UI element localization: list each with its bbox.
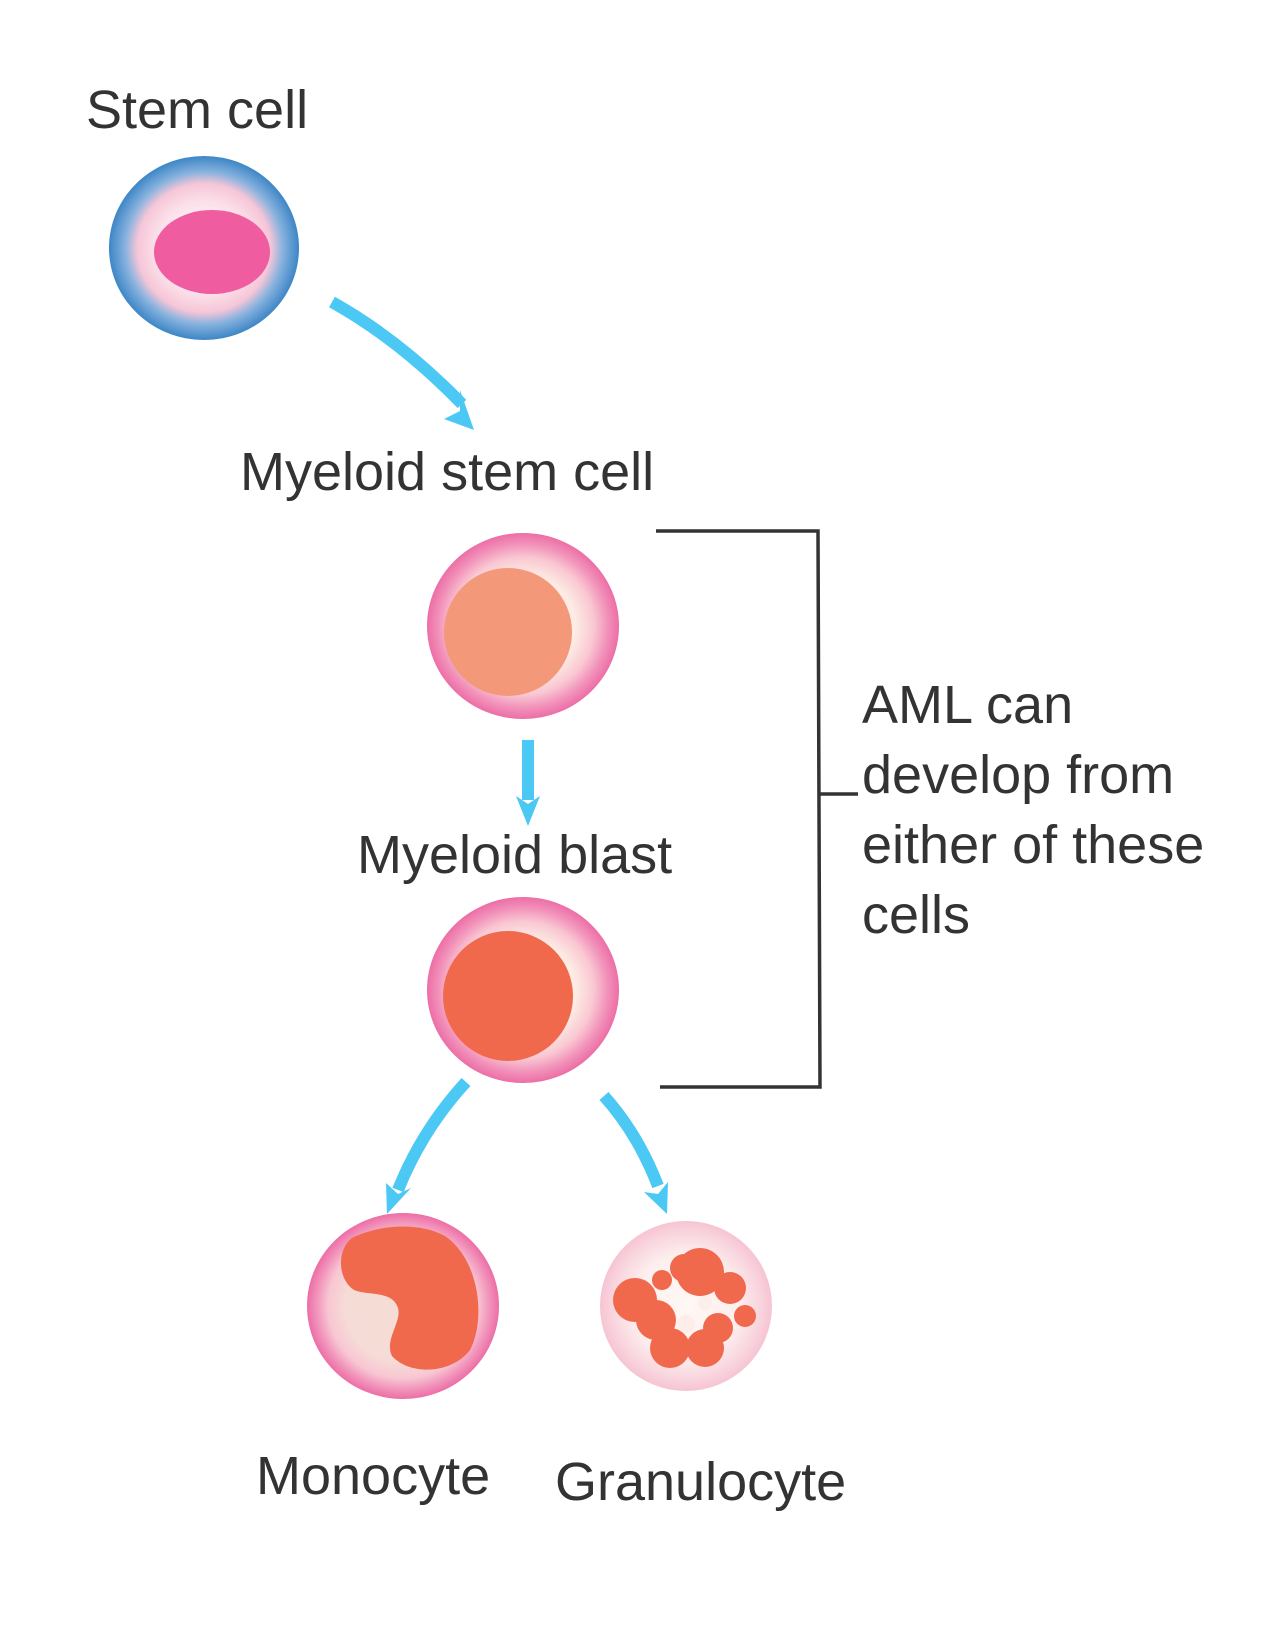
myeloid-blast-shape xyxy=(427,897,619,1083)
granulocyte-nucleus xyxy=(613,1248,756,1368)
myeloid-stem-cell-shape xyxy=(427,533,619,719)
arrow-stem-to-myeloid xyxy=(329,296,474,430)
monocyte-shape xyxy=(307,1213,499,1399)
stem-cell-nucleus xyxy=(154,210,270,294)
myeloid-blast-label: Myeloid blast xyxy=(357,825,673,885)
arrow-myeloid-to-blast xyxy=(516,740,540,826)
annotation-line: AML can xyxy=(862,675,1074,735)
bracket xyxy=(656,529,858,1089)
granulocyte-label: Granulocyte xyxy=(555,1452,847,1512)
stem-cell-shape xyxy=(109,156,299,340)
annotation-line: cells xyxy=(862,885,971,945)
monocyte-nucleus xyxy=(340,1226,479,1370)
granulocyte-shape xyxy=(600,1221,772,1391)
arrow-blast-to-monocyte xyxy=(386,1077,471,1214)
myeloid-stem-cell-label: Myeloid stem cell xyxy=(240,442,655,502)
stem-cell-label: Stem cell xyxy=(86,80,309,140)
arrow-blast-to-granulocyte xyxy=(599,1092,668,1214)
monocyte-label: Monocyte xyxy=(256,1446,491,1506)
myeloid-stem-cell-nucleus xyxy=(444,568,572,696)
annotation-line: develop from xyxy=(862,745,1175,805)
myeloid-blast-nucleus xyxy=(443,931,573,1061)
annotation-line: either of these xyxy=(862,815,1205,875)
aml-annotation: AML can develop from either of these cel… xyxy=(862,670,1204,950)
